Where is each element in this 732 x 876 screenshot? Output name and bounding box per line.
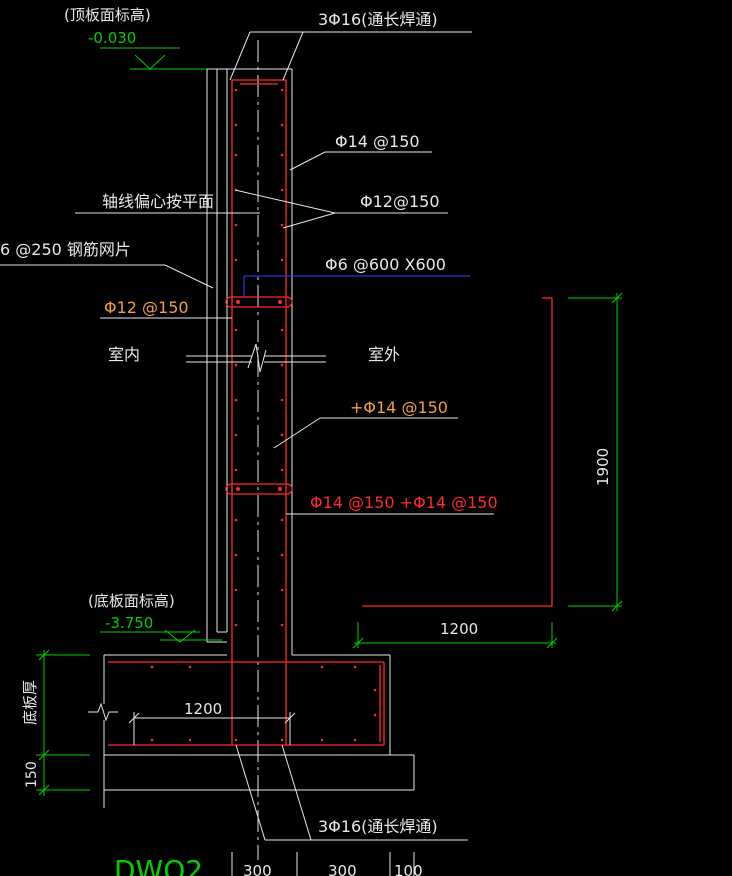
- rebar-12-callout: [234, 189, 448, 229]
- top-rebar-label: 3Φ16(通长焊通): [318, 10, 438, 29]
- drawing-id: DWQ2: [114, 854, 203, 876]
- dim-300-b: 300: [328, 862, 357, 876]
- tie-rebar-label: Φ6 @600 X600: [325, 255, 446, 274]
- bottom-dimension-ticks: [231, 852, 415, 876]
- dimension-1200-right: [352, 622, 558, 649]
- dim-1900: 1900: [594, 448, 612, 486]
- top-rebar-callout: [229, 31, 472, 81]
- rebar-14-label: Φ14 @150: [335, 132, 420, 151]
- mesh-callout: [0, 264, 214, 289]
- excavation-outline: [362, 297, 553, 607]
- bottom-elevation-value: -3.750: [105, 614, 153, 632]
- add-rebar-callout: [273, 417, 458, 449]
- bottom-rebar-callout: [235, 744, 468, 841]
- top-elevation-value: -0.030: [88, 29, 136, 47]
- slab-thickness-label: 底板厚: [21, 680, 39, 725]
- dimension-1200-slab: [128, 712, 296, 745]
- dim-1200-slab: 1200: [184, 700, 222, 718]
- combo-rebar-label: Φ14 @150 +Φ14 @150: [310, 493, 498, 512]
- slab-thickness-dimension: [36, 649, 90, 796]
- bottom-elevation-marker: (底板面标高) -3.750: [88, 592, 222, 643]
- rebar-12-label: Φ12@150: [360, 192, 440, 211]
- outdoor-label: 室外: [368, 345, 400, 364]
- dim-100: 100: [394, 862, 423, 876]
- top-elevation-marker: (顶板面标高) -0.030: [64, 6, 230, 70]
- dim-150: 150: [24, 761, 40, 788]
- axis-note: 轴线偏心按平面: [102, 192, 214, 211]
- distribution-bars: [150, 88, 377, 742]
- indoor-label: 室内: [108, 345, 140, 364]
- dimension-1900: [568, 292, 623, 612]
- wall-rebar-cage: [108, 79, 385, 746]
- add-rebar-label: +Φ14 @150: [350, 398, 448, 417]
- mesh-note: 6 @250 钢筋网片: [0, 240, 131, 259]
- section-break: [186, 343, 326, 373]
- tie-callout: [243, 275, 470, 297]
- inner-rebar-label: Φ12 @150: [104, 298, 189, 317]
- dim-300-a: 300: [243, 862, 272, 876]
- bottom-elevation-title: (底板面标高): [88, 592, 175, 610]
- dim-1200-right: 1200: [440, 620, 478, 638]
- top-elevation-title: (顶板面标高): [64, 6, 151, 24]
- wall-outline: [88, 68, 415, 808]
- bottom-rebar-label: 3Φ16(通长焊通): [318, 817, 438, 836]
- rebar-14-callout: [289, 151, 432, 171]
